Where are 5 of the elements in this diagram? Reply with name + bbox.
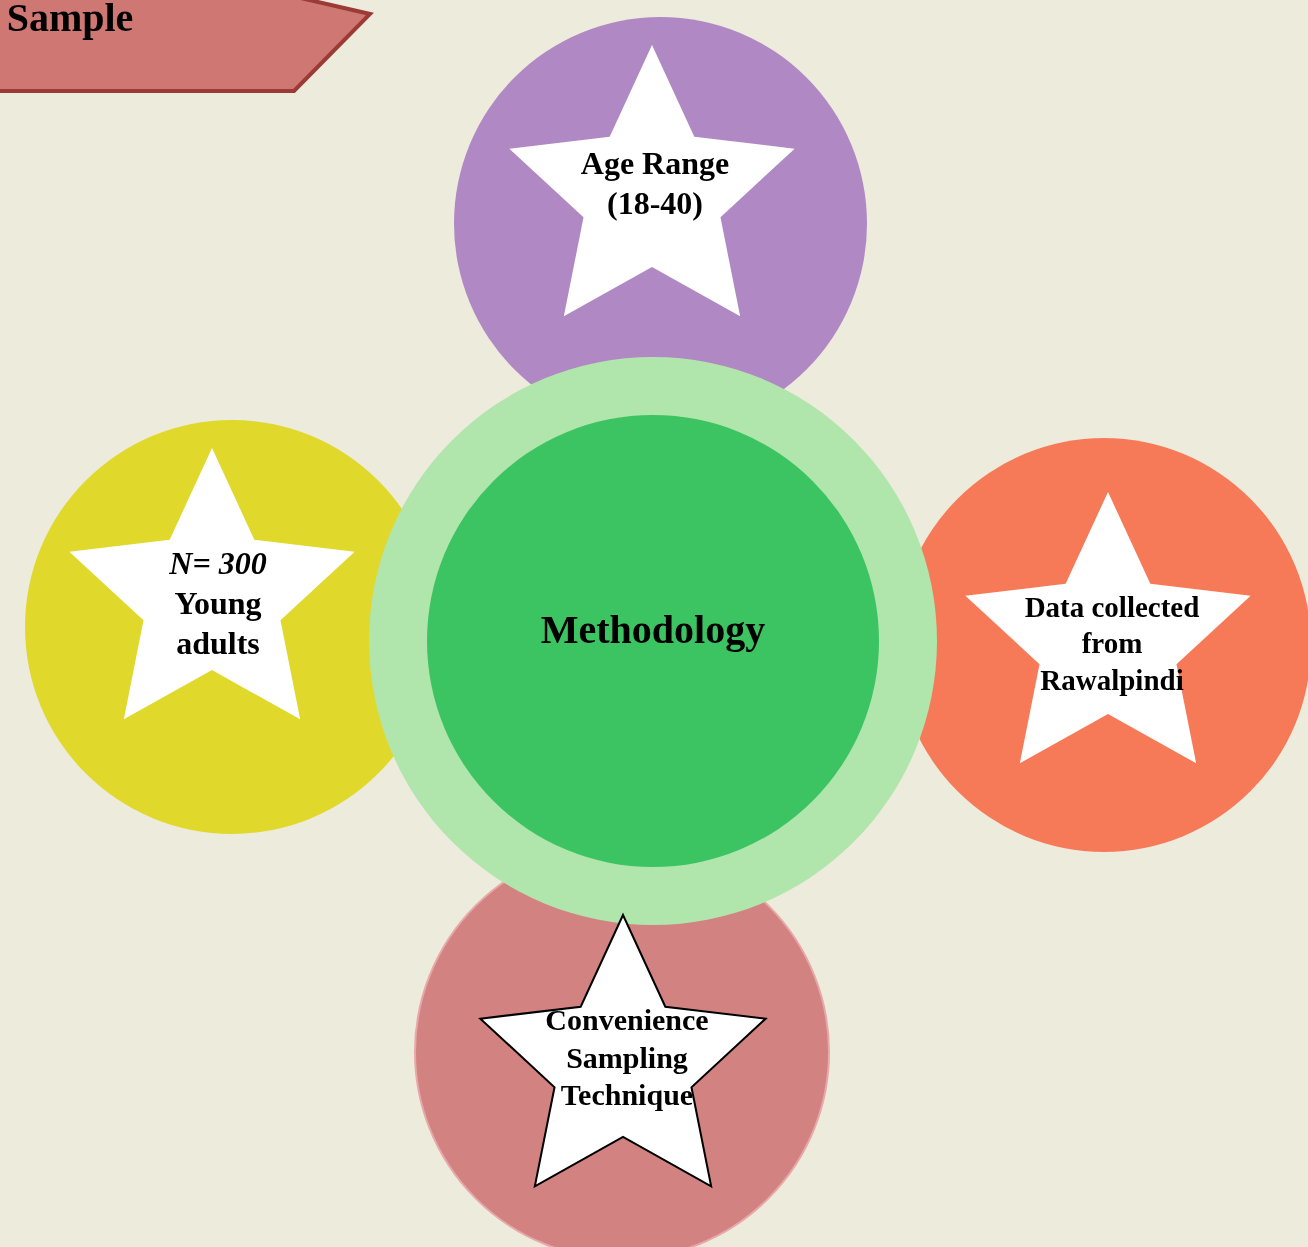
star-label: N= 300 Young adults [168,544,268,663]
star-label: Convenience Sampling Technique [544,1001,710,1113]
central-label: Methodology [539,606,767,654]
star-label: Age Range (18-40) [579,144,731,223]
section-heading: Sample [5,0,135,42]
